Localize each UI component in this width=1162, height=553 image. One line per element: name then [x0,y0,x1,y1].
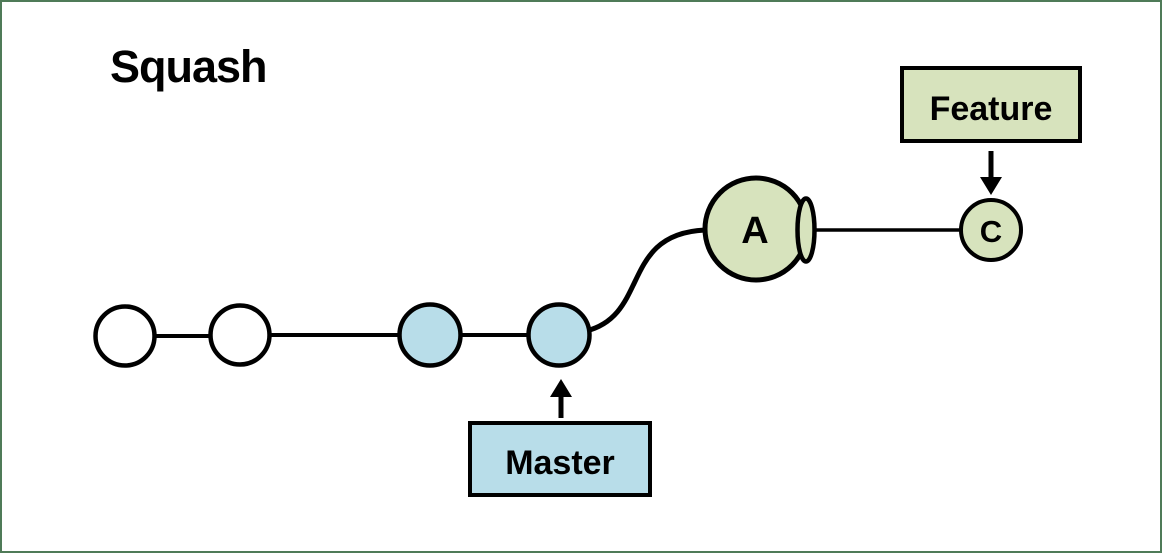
squash-branch-curve [585,227,706,334]
commit-node-old-1 [93,304,157,368]
commit-node-c [959,198,1023,262]
feature-label-box [900,66,1082,143]
page-title: Squash [110,41,267,92]
commit-node-old-2 [208,303,272,367]
feature-label: Feature [930,90,1053,128]
commit-a-label: A [741,210,768,252]
commit-node-master-2 [526,302,592,368]
master-label-box [468,421,652,497]
master-label: Master [505,444,615,482]
commit-c-label: C [980,214,1002,249]
feature-arrow-down-icon [980,177,1002,195]
master-arrow-up-icon [550,379,572,397]
squash-flatten-ellipse [795,196,817,264]
commit-node-master-1 [397,302,463,368]
